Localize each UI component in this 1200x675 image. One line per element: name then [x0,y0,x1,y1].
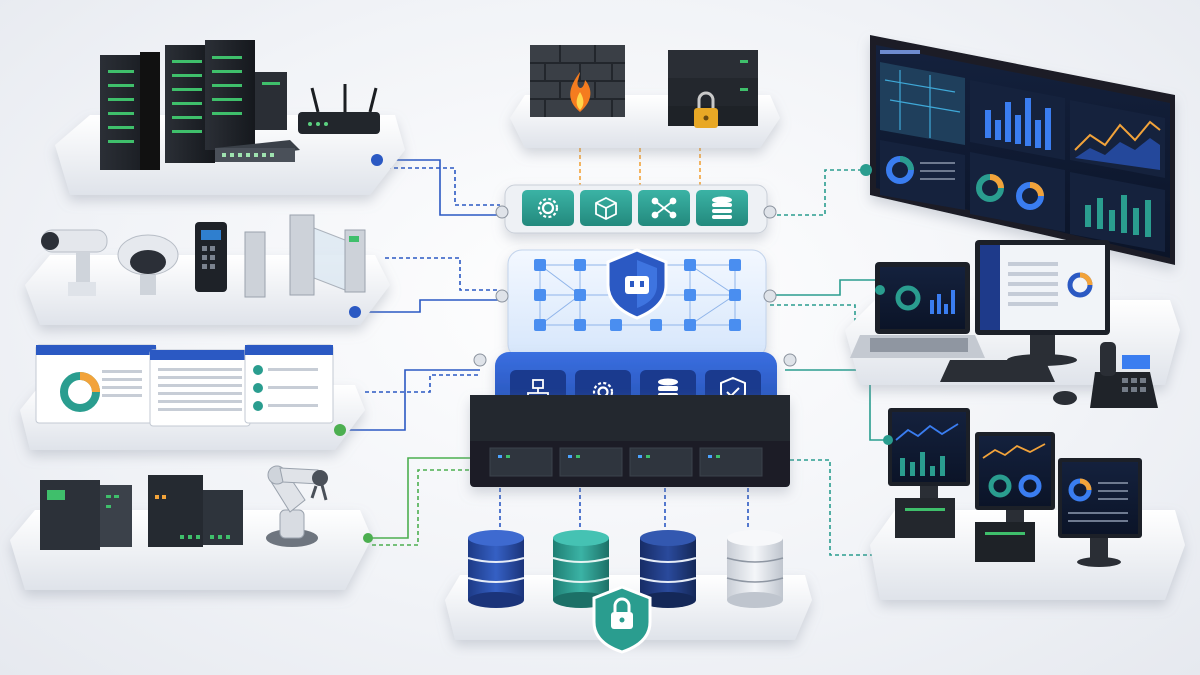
dashboard-window [35,344,157,424]
port-connector-icon [763,289,777,303]
hub-mesh-layer [495,248,777,359]
central-hub [470,184,797,487]
firewall-icon [530,45,625,117]
bullet-camera-icon [41,229,108,296]
robot-arm-icon [266,465,328,547]
monitor-icon [975,432,1055,524]
padlock-shield-icon [592,585,652,654]
server-unit-icon [895,498,1035,562]
database-cylinder [467,530,525,608]
database-icon [712,196,732,219]
dome-camera-icon [117,234,179,295]
port-connector-icon [363,533,373,543]
bar-chart-panel [1070,172,1165,252]
port-connector-icon [783,353,797,367]
monitoring-wall [860,35,1175,265]
link-industrial-hub-dashed [372,469,470,546]
link-dashboards-hub-dashed [365,374,480,393]
operator-monitors-platform [870,408,1185,600]
database-storage-platform [445,530,812,654]
industrial-controllers-platform [10,465,373,590]
monitor-icon [888,408,970,504]
link-cameras-hub-dashed [385,257,500,291]
mesh-nodes [534,259,741,331]
shield-icon [606,248,668,320]
network-nodes-icon [651,197,677,219]
port-connector-icon [860,164,872,176]
port-connector-icon [875,285,885,295]
table-window [149,349,251,427]
keyboard-icon [940,360,1055,382]
link-hub-monitorwall [770,169,870,216]
port-connector-icon [371,154,383,166]
port-connector-icon [349,306,361,318]
link-hub-laptop [770,279,890,296]
router-icon [298,84,380,134]
laptop-icon [850,262,985,358]
dashboard-windows-platform [20,344,365,450]
user-list-window [244,344,334,424]
link-industrial-hub [368,457,470,539]
port-connector-icon [495,205,509,219]
server-rack-icon [100,40,287,170]
hub-top-module [495,184,777,234]
header-bar [880,50,920,54]
link-servers-hub-dashed [380,167,500,206]
mouse-icon [1053,391,1077,405]
link-hub-operator-2 [790,459,890,556]
port-connector-icon [473,353,487,367]
port-connector-icon [883,435,893,445]
access-keypad-icon [195,222,227,292]
line-chart-panel [1070,100,1165,178]
donut-chart-panel [880,140,965,210]
gear-icon [537,197,559,219]
map-panel [880,62,965,145]
workstation-platform [845,240,1180,408]
io-controller-icon [148,475,243,547]
database-cylinder [726,530,784,608]
turnstile-gate-icon [244,214,366,298]
bar-chart-panel [970,80,1065,160]
locked-storage-icon [668,50,758,128]
database-cylinder [639,530,697,608]
desktop-monitor-icon [975,240,1110,366]
desk-phone-icon [1090,342,1158,408]
link-cameras-hub [355,299,500,313]
plc-module-icon [40,480,132,550]
network-switch-icon [215,140,300,162]
port-connector-icon [334,424,346,436]
cube-icon [595,196,617,221]
port-connector-icon [763,205,777,219]
link-dashboards-hub [340,369,480,431]
monitor-icon [1058,458,1142,567]
security-top-platform [510,45,780,148]
port-connector-icon [495,289,509,303]
server-racks-platform [55,40,405,195]
donut-chart-panel [970,152,1065,232]
security-cameras-platform [25,214,390,325]
link-hub-operator [785,369,888,441]
hub-server-chassis [470,395,790,487]
link-servers-hub [375,159,500,216]
